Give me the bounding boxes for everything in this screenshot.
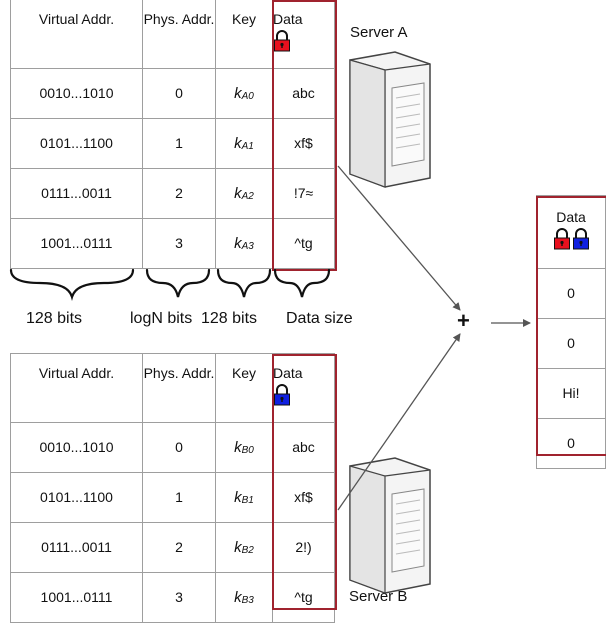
server-a-label: Server A bbox=[350, 24, 408, 41]
server-b-label: Server B bbox=[349, 588, 408, 605]
key-base: k bbox=[234, 135, 242, 152]
key-base: k bbox=[234, 489, 242, 506]
blue-lock-icon bbox=[572, 228, 589, 250]
result-value-cell: Hi! bbox=[536, 368, 606, 419]
arrow-from-server-b bbox=[337, 333, 461, 511]
combine-arrows bbox=[337, 165, 531, 511]
brace-label-virtual: 128 bits bbox=[26, 310, 83, 327]
brace-key bbox=[216, 268, 272, 298]
server-b-table: Virtual Addr. Phys. Addr. Key Data 0010.… bbox=[10, 353, 336, 623]
brace-label-data: Data size bbox=[286, 310, 353, 327]
brace-phys-addr bbox=[145, 268, 211, 298]
result-value-cell: 0 bbox=[536, 318, 606, 369]
arrow-from-server-a bbox=[337, 165, 461, 311]
plus-symbol: + bbox=[457, 308, 470, 333]
result-header-label: Data bbox=[556, 209, 586, 225]
brace-label-key: 128 bits bbox=[201, 310, 258, 327]
result-locks bbox=[553, 228, 590, 250]
key-subscript: A1 bbox=[241, 141, 254, 152]
field-size-braces bbox=[9, 268, 331, 301]
key-subscript: A0 bbox=[241, 91, 254, 102]
key-subscript: B0 bbox=[241, 445, 254, 456]
key-base: k bbox=[234, 539, 242, 556]
data-header-label: Data bbox=[273, 11, 303, 27]
brace-data bbox=[273, 268, 331, 298]
key-base: k bbox=[234, 85, 242, 102]
key-base: k bbox=[234, 235, 242, 252]
key-subscript: B1 bbox=[241, 495, 254, 506]
key-subscript: A3 bbox=[241, 241, 254, 252]
server-a-icon bbox=[349, 51, 431, 188]
key-base: k bbox=[234, 185, 242, 202]
red-lock-icon bbox=[274, 30, 290, 52]
result-header: Data bbox=[536, 195, 606, 269]
key-subscript: B2 bbox=[241, 545, 254, 556]
key-subscript: A2 bbox=[241, 191, 254, 202]
brace-label-phys: logN bits bbox=[130, 310, 193, 327]
result-table: Data 0 0 Hi! 0 bbox=[536, 195, 606, 469]
key-subscript: B3 bbox=[241, 595, 254, 606]
data-header-label: Data bbox=[273, 365, 303, 381]
server-a-table: Virtual Addr. Phys. Addr. Key Data 0010.… bbox=[10, 0, 336, 269]
server-b-icon bbox=[349, 457, 431, 594]
key-base: k bbox=[234, 439, 242, 456]
result-value-cell: 0 bbox=[536, 268, 606, 319]
brace-virtual-addr bbox=[9, 268, 135, 301]
result-value-cell: 0 bbox=[536, 418, 606, 469]
blue-lock-icon bbox=[274, 384, 290, 406]
key-base: k bbox=[234, 589, 242, 606]
red-lock-icon bbox=[553, 228, 570, 250]
